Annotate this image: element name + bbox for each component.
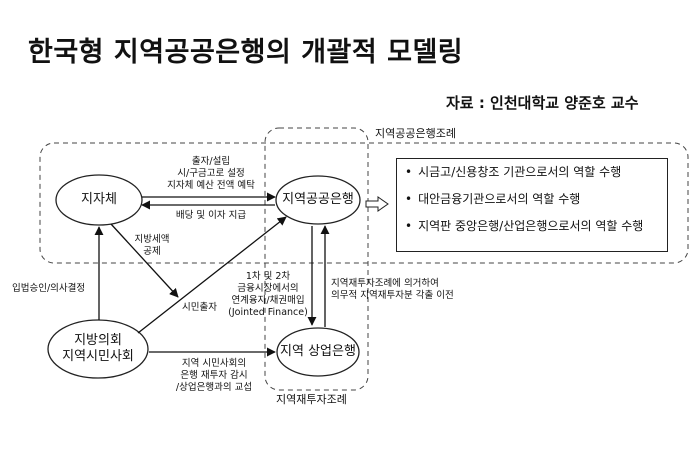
label-monitoring-line3: /상업은행과의 교섭: [175, 382, 253, 393]
label-finance: 1차 및 2차 금융시장에서의 연계융자/채권매입 (Jointed Finan…: [228, 271, 308, 319]
region-public-bank-ordinance: [39, 142, 689, 264]
label-dividend: 배당 및 이자 지급: [175, 210, 247, 221]
label-finance-line4: (Jointed Finance): [228, 307, 308, 318]
role-item: 시금고/신용창조 기관으로서의 역할 수행: [397, 159, 667, 186]
label-monitoring-line1: 지역 시민사회의: [181, 358, 247, 369]
label-investment-line1: 출자/설립: [191, 156, 231, 167]
node-commercial-bank: 지역 상업은행: [280, 344, 356, 359]
node-local-gov: 지자체: [81, 192, 117, 207]
node-council-shape: [47, 319, 149, 379]
label-finance-line2: 금융시장에서의: [237, 283, 299, 294]
source-credit: 자료 : 인천대학교 양준호 교수: [446, 94, 639, 112]
node-council-line2: 지역시민사회: [62, 349, 134, 364]
label-transfer-line2: 의무적 지역재투자분 각출 이전: [331, 290, 454, 301]
role-item: 지역판 중앙은행/산업은행으로서의 역할 수행: [397, 213, 667, 240]
node-commercial-bank-shape: [276, 327, 360, 377]
label-finance-line1: 1차 및 2차: [245, 271, 291, 282]
label-transfer-line1: 지역재투자조례에 의거하여: [331, 278, 439, 289]
roles-list: 시금고/신용창조 기관으로서의 역할 수행 대안금융기관으로서의 역할 수행 지…: [397, 159, 667, 240]
node-local-gov-shape: [55, 174, 143, 226]
label-local-tax: 지방세액 공제: [127, 234, 177, 258]
node-council: 지방의회 지역시민사회: [48, 333, 148, 365]
label-finance-line3: 연계융자/채권매입: [231, 295, 305, 306]
page-title: 한국형 지역공공은행의 개괄적 모델링: [28, 37, 464, 68]
node-public-bank-shape: [275, 175, 361, 225]
node-public-bank: 지역공공은행: [282, 192, 354, 207]
label-citizen-invest: 시민출자: [182, 302, 217, 313]
arrow-council-to-public-bank: [137, 216, 287, 334]
label-monitoring: 지역 시민사회의 은행 재투자 감시 /상업은행과의 교섭: [158, 358, 270, 394]
label-local-tax-line1: 지방세액: [134, 234, 170, 245]
label-investment-line2: 시/구금고로 설정: [177, 168, 245, 179]
region-reinvestment-ordinance: [264, 127, 369, 391]
roles-box: 시금고/신용창조 기관으로서의 역할 수행 대안금융기관으로서의 역할 수행 지…: [396, 158, 668, 252]
arrow-to-roles: [365, 196, 389, 212]
label-monitoring-line2: 은행 재투자 감시: [180, 370, 248, 381]
label-investment: 출자/설립 시/구금고로 설정 지자체 예산 전액 예탁: [157, 156, 265, 192]
region-label-public-bank-ordinance: 지역공공은행조례: [375, 127, 456, 140]
label-legislation: 입법승인/의사결정: [12, 283, 86, 294]
label-transfer: 지역재투자조례에 의거하여 의무적 지역재투자분 각출 이전: [331, 278, 454, 302]
role-item: 대안금융기관으로서의 역할 수행: [397, 186, 667, 213]
arrow-local-tax: [110, 223, 179, 298]
node-council-line1: 지방의회: [74, 333, 122, 348]
region-label-reinvestment-ordinance: 지역재투자조례: [276, 393, 347, 406]
label-investment-line3: 지자체 예산 전액 예탁: [167, 180, 255, 191]
label-local-tax-line2: 공제: [143, 246, 161, 257]
